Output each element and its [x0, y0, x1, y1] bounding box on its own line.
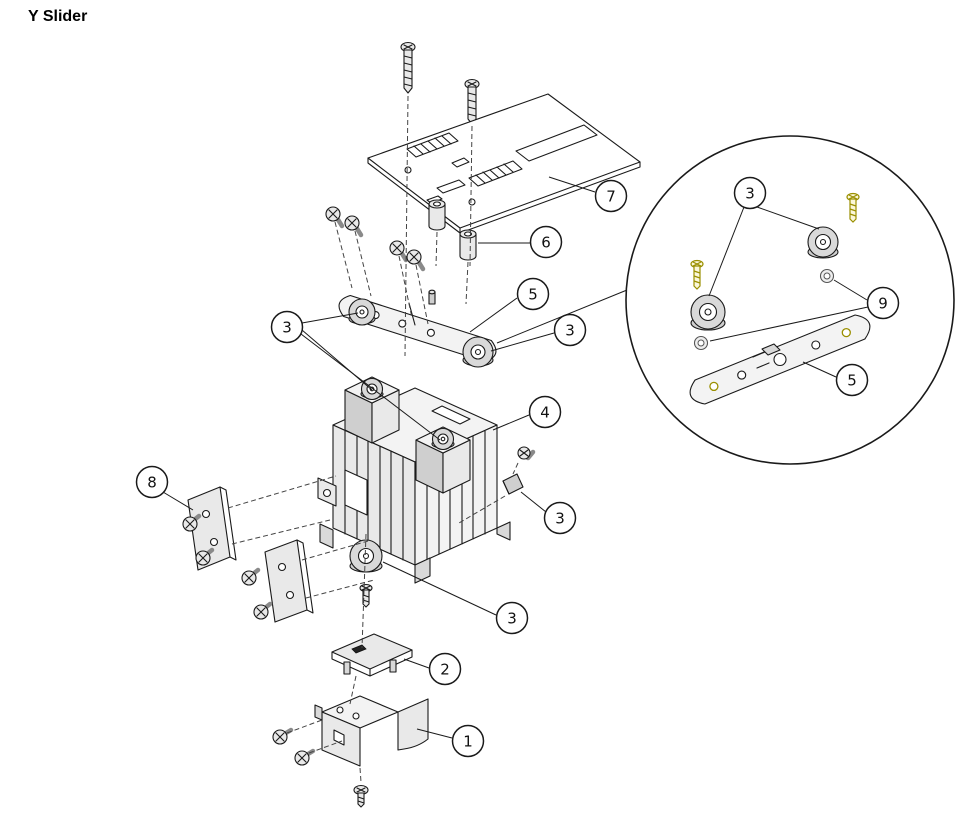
detail-washer-right [819, 268, 835, 284]
callout-4-label: 4 [540, 403, 550, 421]
detail-roller-right [807, 226, 839, 259]
callout-9-detail-label: 9 [878, 294, 888, 312]
callout-6: 6 [529, 225, 563, 259]
callout-6-label: 6 [541, 233, 551, 251]
callout-8-label: 8 [147, 473, 157, 491]
callout-5-detail: 5 [835, 363, 869, 397]
screw-top-a [400, 41, 416, 94]
detail-roller-bracket [689, 314, 871, 405]
callout-5-main-label: 5 [528, 285, 538, 303]
roller-bracket [338, 289, 497, 368]
mount-screws-upper [325, 206, 426, 272]
callout-2-label: 2 [440, 660, 450, 678]
detail-roller-left [690, 294, 726, 331]
callout-5-main: 5 [516, 277, 550, 311]
callout-9-detail: 9 [866, 286, 900, 320]
callout-3-detail-label: 3 [745, 184, 755, 202]
callout-3-left-label: 3 [282, 318, 292, 336]
leader-lines [162, 176, 869, 739]
detail-screw-yellow-right [846, 192, 860, 223]
spacers [428, 199, 477, 261]
screw-top-b [464, 78, 480, 125]
detail-washer-left [693, 335, 709, 351]
callout-2: 2 [428, 652, 462, 686]
sensor-plate [331, 633, 413, 677]
callout-7-label: 7 [606, 187, 616, 205]
callout-1-label: 1 [463, 732, 473, 750]
callout-3-left: 3 [270, 310, 304, 344]
detail-view [496, 135, 955, 465]
detail-highlight-holes [709, 327, 851, 392]
callout-8: 8 [135, 465, 169, 499]
assembly-dashed-lines [227, 95, 519, 783]
slider-frame [317, 376, 511, 584]
callout-3-right: 3 [553, 313, 587, 347]
detail-screw-yellow-left [690, 259, 704, 290]
base-bracket [272, 695, 429, 767]
page-title: Y Slider [28, 8, 87, 25]
callout-1: 1 [451, 724, 485, 758]
detail-circle-boundary [625, 135, 955, 465]
callout-3-right-label: 3 [565, 321, 575, 339]
callout-3-detail: 3 [733, 176, 767, 210]
callout-7: 7 [594, 179, 628, 213]
mount-plate-mid [241, 539, 314, 623]
callout-4: 4 [528, 395, 562, 429]
callout-3-pin: 3 [543, 501, 577, 535]
side-screw-and-pin [502, 446, 536, 495]
bottom-roller [349, 539, 383, 608]
pcb-board [367, 93, 641, 234]
callout-5-detail-label: 5 [847, 371, 857, 389]
mount-plate-left [182, 486, 237, 571]
callout-3-roller: 3 [495, 601, 529, 635]
bottom-screw [353, 784, 369, 808]
callout-3-pin-label: 3 [555, 509, 565, 527]
callout-3-roller-label: 3 [507, 609, 517, 627]
